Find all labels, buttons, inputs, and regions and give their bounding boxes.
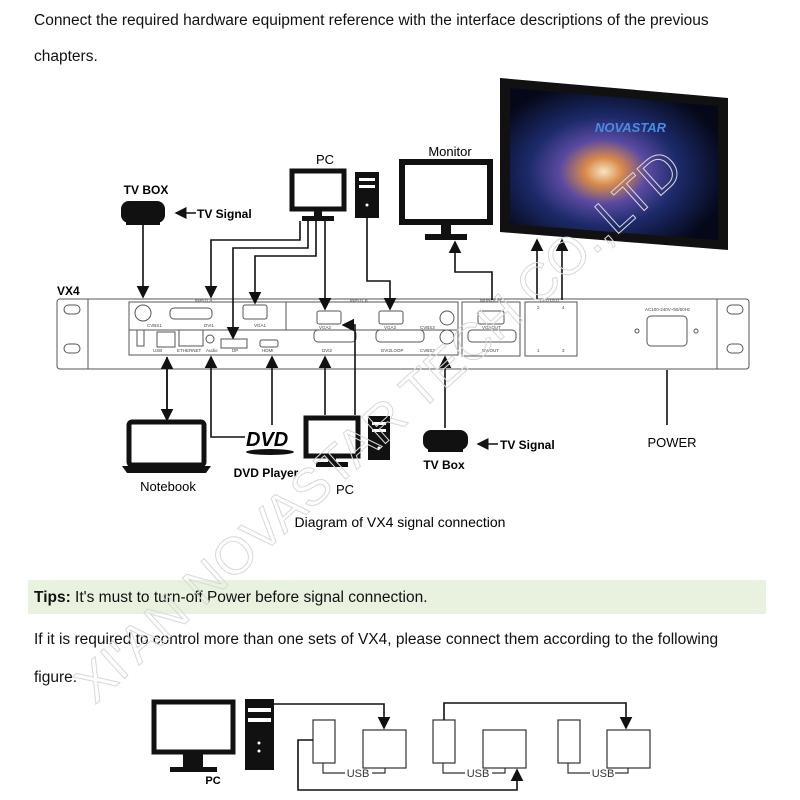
port-hdmi: HDMI <box>262 348 274 353</box>
port-cvbs2: CVBS2 <box>420 348 435 353</box>
pc-top-label: PC <box>316 152 334 167</box>
port-cvbs3: CVBS3 <box>420 325 435 330</box>
tv-box-bottom: TV Box TV Signal <box>423 430 555 472</box>
tips-text: It's must to turn-off Power before signa… <box>70 589 428 606</box>
device-name: VX4 <box>57 284 80 298</box>
power-label: POWER <box>647 435 696 450</box>
port-input-b: INPUT B <box>350 298 368 303</box>
port-led-out: LED OUT <box>540 298 560 303</box>
port-dp: DP <box>232 348 238 353</box>
diagram-caption: Diagram of VX4 signal connection <box>295 514 506 530</box>
pc-bottom-label: PC <box>336 482 354 497</box>
pc-top: PC <box>289 152 379 221</box>
cascade-diagram: PC USB USB USB <box>151 699 651 791</box>
vx4-rear-panel <box>56 298 750 370</box>
dvd-player-label: DVD Player <box>234 466 299 480</box>
notebook-label: Notebook <box>140 479 196 494</box>
port-led-3: 3 <box>562 348 565 353</box>
port-vgaout: VGAOUT <box>482 325 501 330</box>
pc-bottom: PC <box>303 415 390 497</box>
port-monitor: MONITOR <box>480 298 502 303</box>
port-ethernet: ETHERNET <box>177 348 202 353</box>
port-ac-power: AC100-240V~50/60Hz <box>645 307 691 312</box>
port-dvi2: DVI2 <box>322 348 333 353</box>
tv-box-top-label: TV BOX <box>124 183 169 197</box>
port-usb: USB <box>153 348 162 353</box>
monitor-label: Monitor <box>428 144 472 159</box>
port-input-a: INPUT A <box>195 298 212 303</box>
tv-signal-top-label: TV Signal <box>197 207 252 221</box>
port-dviloop: DVI2LOOP <box>381 348 404 353</box>
dvd-logo: DVD <box>246 429 288 451</box>
tv-box-bottom-label: TV Box <box>423 458 465 472</box>
port-vga1: VGA1 <box>254 323 267 328</box>
connection-lines <box>136 218 668 438</box>
dvd-player-device: DVD DVD Player <box>234 429 299 480</box>
monitor-device: Monitor <box>399 144 493 240</box>
tv-signal-bottom-label: TV Signal <box>500 438 555 452</box>
port-dvi1: DVI1 <box>204 323 215 328</box>
led-screen: NOVASTAR <box>500 78 728 250</box>
cascade-pc-label: PC <box>205 775 220 787</box>
port-labels: INPUT A INPUT B MONITOR LED OUT CVBS1 DV… <box>147 298 691 353</box>
tips-banner: Tips: It's must to turn-off Power before… <box>28 580 766 614</box>
port-vga2: VGA2 <box>319 325 332 330</box>
tv-box-top: TV BOX TV Signal <box>121 183 252 225</box>
tips-label: Tips: <box>34 589 71 606</box>
intro-line-1: Connect the required hardware equipment … <box>34 12 709 29</box>
port-vga3: VGA3 <box>384 325 397 330</box>
usb-label-1: USB <box>347 768 370 780</box>
cascade-line-2: figure. <box>34 669 78 686</box>
port-dviout: DVIOUT <box>482 348 499 353</box>
port-led-2: 2 <box>537 305 540 310</box>
usb-label-2: USB <box>467 768 490 780</box>
novastar-logo: NOVASTAR <box>595 120 667 135</box>
notebook-device: Notebook <box>122 419 211 494</box>
cascade-line-1: If it is required to control more than o… <box>34 631 719 648</box>
port-led-1: 1 <box>537 348 540 353</box>
port-audio: Audio <box>206 348 218 353</box>
port-led-4: 4 <box>562 305 565 310</box>
port-cvbs1: CVBS1 <box>147 323 162 328</box>
intro-line-2: chapters. <box>34 48 98 65</box>
usb-label-3: USB <box>592 768 615 780</box>
